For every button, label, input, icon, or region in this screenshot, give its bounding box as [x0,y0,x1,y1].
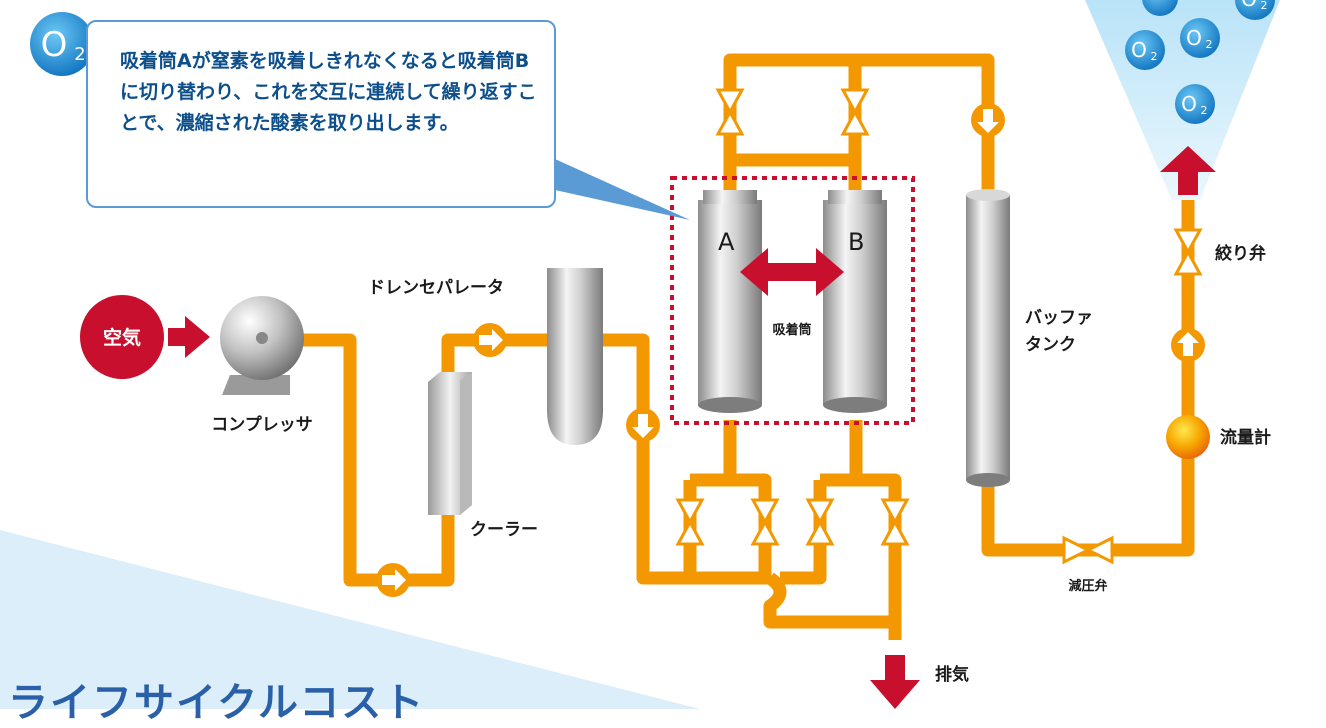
buffer-tank [966,189,1010,487]
callout-box [86,20,556,208]
oxygen-generation-diagram: 空気 コンプレッサ クーラー ドレンセパレータ A B 吸着筒 バッファ タンク… [0,0,1280,709]
svg-text:O: O [1181,92,1197,116]
adsorption-frame [670,176,915,425]
throttle-valve-label: 絞り弁 [1215,243,1266,264]
buffer-tank-label-1: バッファ [1025,308,1093,328]
o2-bubble: O 2 [1175,84,1215,124]
output-arrow [1160,146,1216,195]
compressor-label: コンプレッサ [211,414,313,435]
svg-text:O: O [1186,26,1202,50]
tank-b-label: B [848,228,864,256]
exhaust-arrow [870,655,920,709]
pressure-reducing-valve-label: 減圧弁 [1068,578,1107,594]
svg-text:O: O [41,25,68,65]
air-arrow [168,316,210,358]
o2-bubble: O 2 [1180,18,1220,58]
footer-background [0,530,700,709]
air-circle [80,295,164,379]
svg-text:O: O [1241,0,1257,11]
svg-text:2: 2 [1261,0,1268,12]
valves [675,88,1203,565]
drain-separator [547,268,603,445]
tank-b [823,190,887,413]
flowmeter-label: 流量計 [1220,427,1271,448]
svg-text:2: 2 [74,44,85,65]
o2-bubbles: O 2 O 2 O 2 O 2 [1125,0,1275,124]
compressor [220,296,304,395]
footer-title: ライフサイクルコスト [8,679,426,726]
switch-arrow [740,248,844,296]
svg-text:2: 2 [1151,50,1158,63]
flow-arrows [376,103,1205,597]
tank-a-label: A [718,228,735,256]
svg-text:2: 2 [1206,38,1213,51]
exhaust-label: 排気 [935,664,969,685]
callout-o2-icon: O 2 [24,6,100,82]
air-label: 空気 [103,326,141,349]
callout-text: 吸着筒Aが窒素を吸着しきれなくなると吸着筒Bに切り替わり、これを交互に連続して繰… [120,50,537,134]
o2-bubble: O 2 [1235,0,1275,20]
cooler [428,372,472,515]
tank-a [698,190,762,413]
cooler-label: クーラー [470,520,538,540]
buffer-tank-label-2: タンク [1025,335,1076,355]
o2-bubble: O 2 [1125,30,1165,70]
svg-text:2: 2 [1201,104,1208,117]
flowmeter [1166,415,1210,459]
drain-separator-label: ドレンセパレータ [368,278,504,298]
o2-bubble [1142,0,1178,16]
svg-text:O: O [1131,38,1147,62]
adsorption-label: 吸着筒 [772,322,811,338]
callout-pointer [535,150,690,220]
